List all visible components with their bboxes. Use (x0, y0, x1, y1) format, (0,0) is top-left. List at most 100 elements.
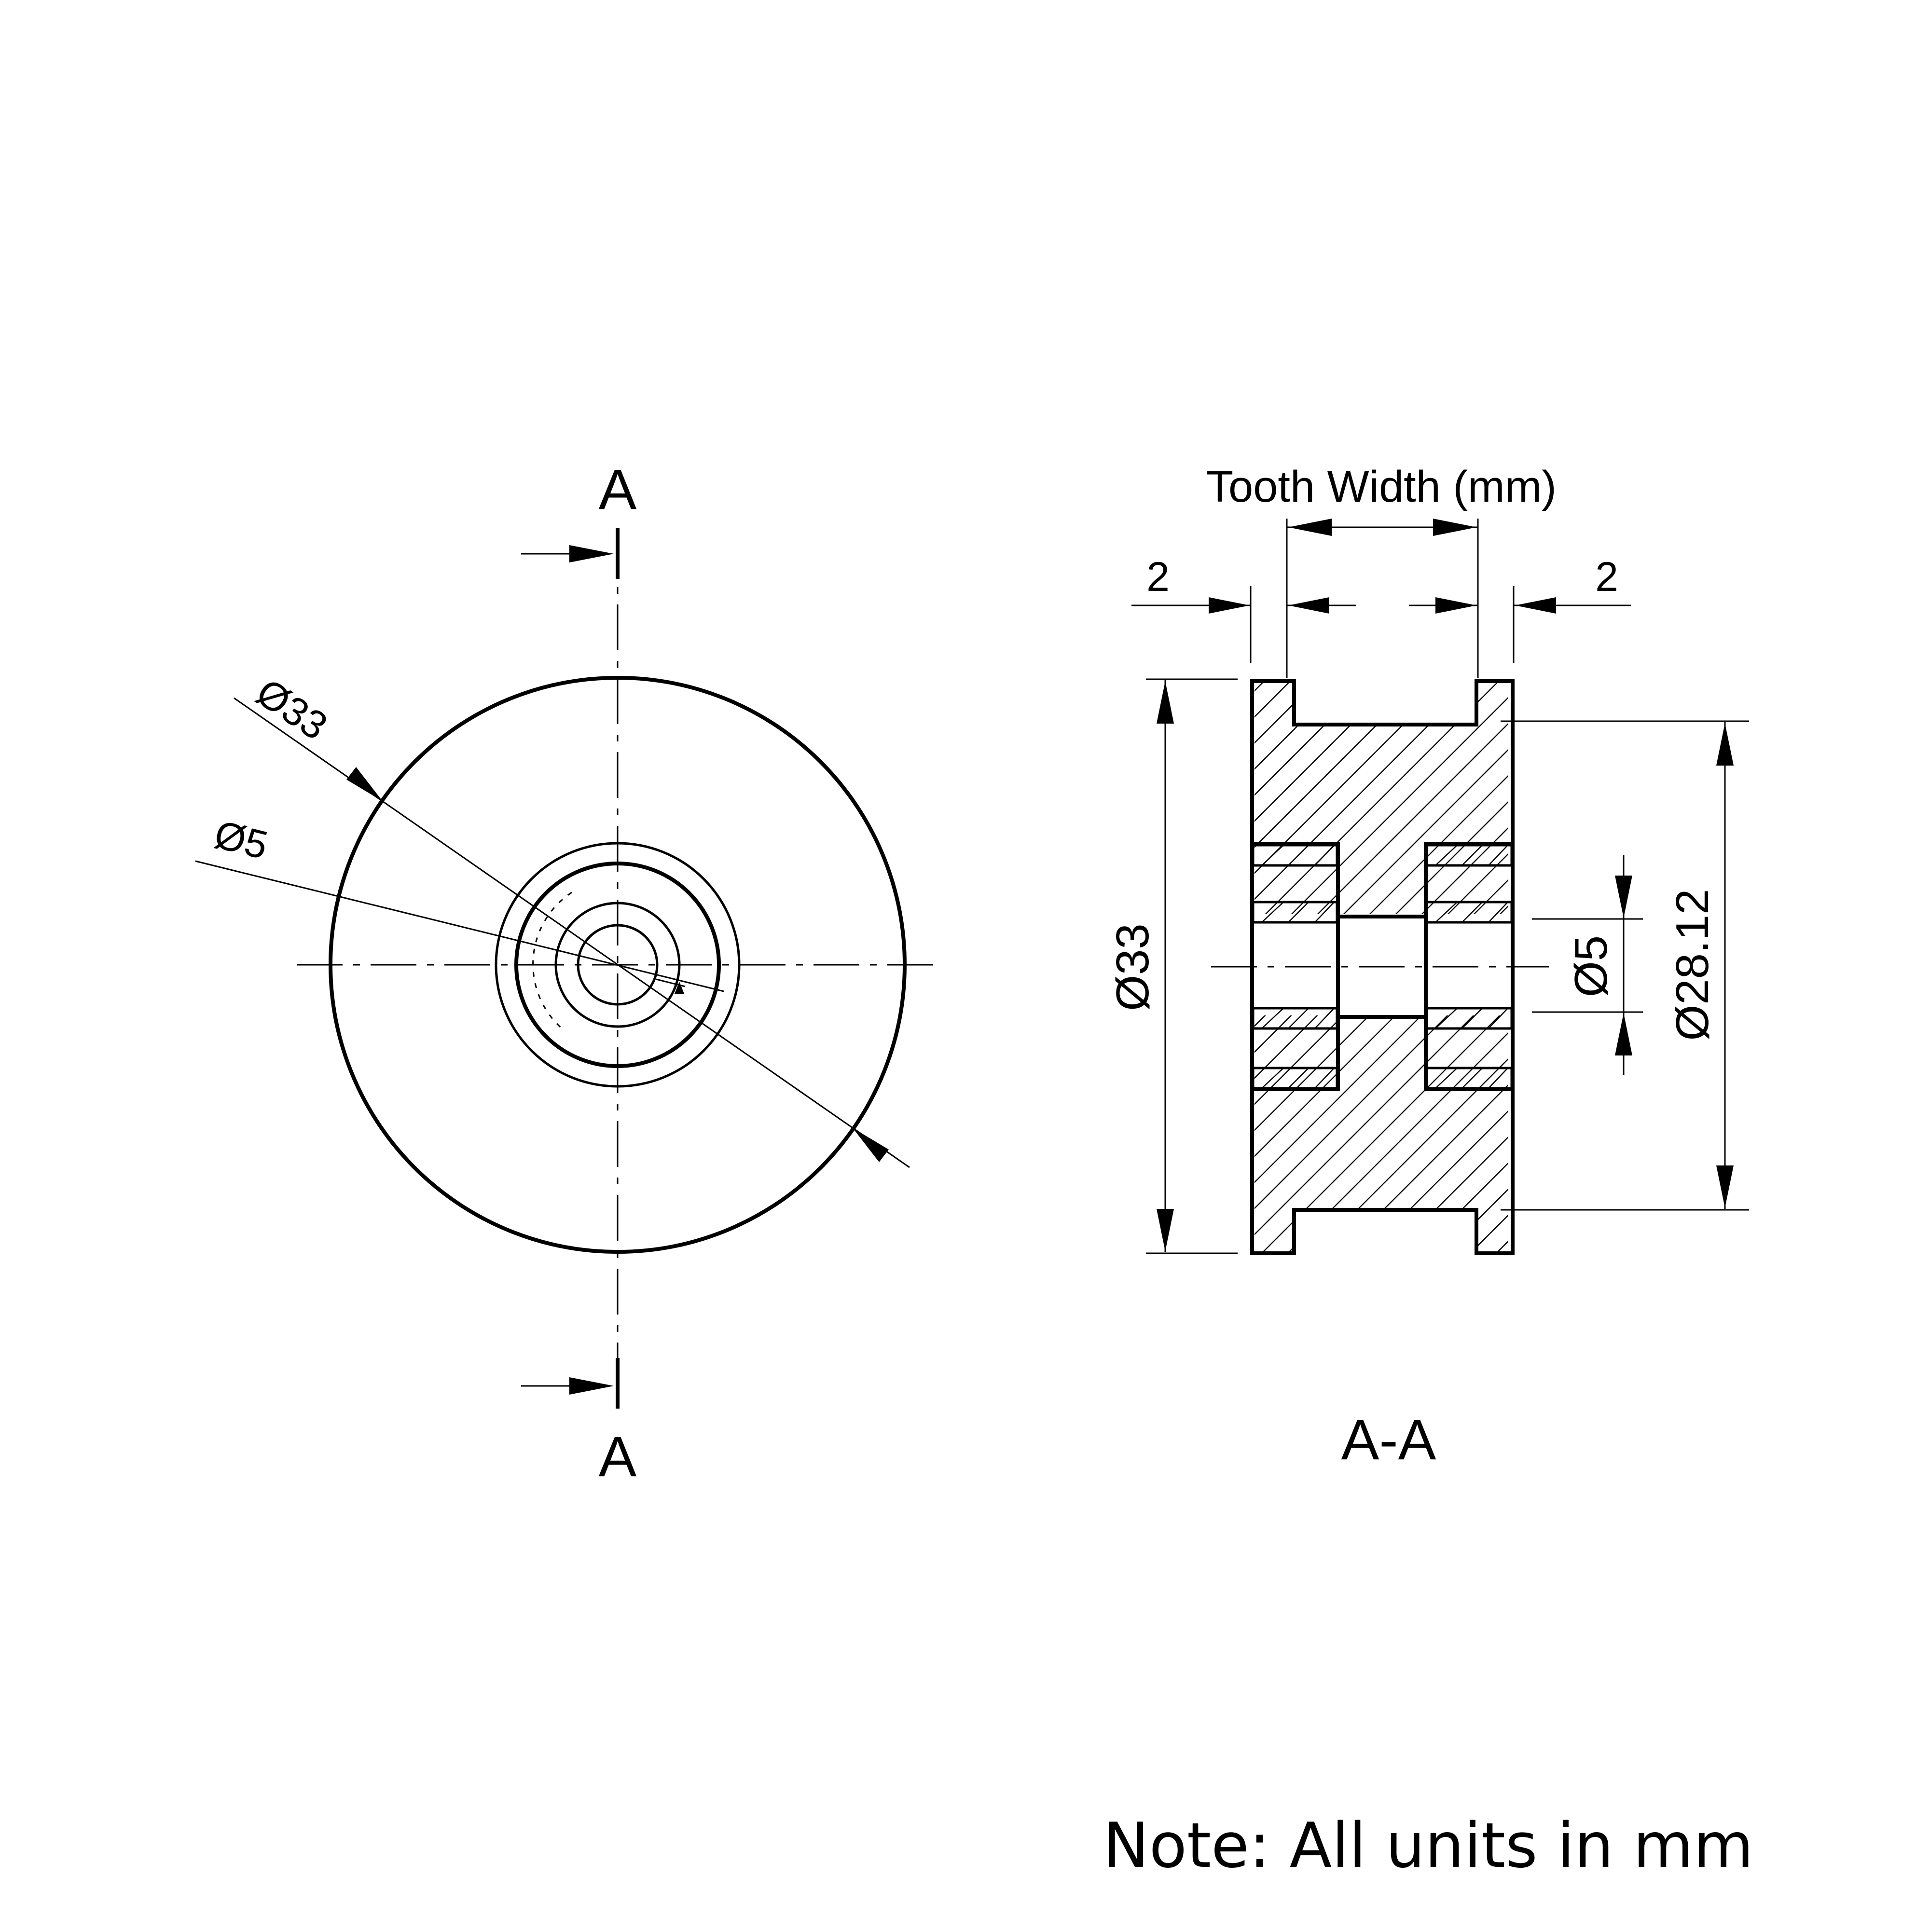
hatch-line (1469, 681, 1508, 914)
dim-outer-label: Ø33 (248, 670, 335, 748)
flange-left-arrow-2 (1288, 597, 1329, 614)
hatch-line (839, 1011, 1088, 1259)
dim-outer-arrow-2 (853, 1128, 889, 1162)
hatch-line (1391, 681, 1508, 914)
hatch-line (917, 1011, 1166, 1259)
bearing-right-outer-top (1425, 844, 1513, 867)
section-label-top: A (599, 458, 637, 521)
tooth-width-arrow-right (1433, 519, 1476, 536)
units-note: Note: All units in mm (1103, 1810, 1753, 1882)
hatch-line (995, 1011, 1244, 1259)
dim-outer-arrow-bottom (1157, 1209, 1174, 1251)
hatch-line (896, 675, 1140, 919)
hatch-line (1543, 1011, 1791, 1259)
tooth-width-arrow-left (1288, 519, 1332, 536)
hatch-line (948, 675, 1192, 919)
dim-bore-arrow-bottom (1615, 1013, 1632, 1055)
hatch-line (865, 1011, 1114, 1259)
bearing-left-outer-top (1252, 844, 1338, 867)
hatch-line (1254, 681, 1349, 914)
hatch-line (1254, 1015, 1323, 1253)
flange-right-arrow-1 (1435, 597, 1476, 614)
section-view: Tooth Width (mm) 2 2 Ø33 Ø28.12 (818, 462, 1817, 1472)
hatch-line (1254, 1015, 1453, 1253)
flange-left-arrow-1 (1209, 597, 1250, 614)
section-dim-outer-label: Ø33 (1107, 923, 1158, 1011)
section-arrow-top-head (569, 545, 614, 562)
section-hatch-upper (818, 675, 1817, 919)
hatch-line (1573, 675, 1817, 919)
hatch-line (818, 675, 1062, 919)
section-dim-tooth-label: Ø28.12 (1667, 889, 1718, 1041)
tooth-width-label: Tooth Width (mm) (1206, 462, 1557, 511)
hatch-line (1254, 1015, 1270, 1253)
hatch-line (870, 675, 1114, 919)
hatch-line (1386, 1015, 1508, 1253)
hatch-line (1254, 1015, 1375, 1253)
front-view: A A Ø33 Ø5 (195, 458, 941, 1489)
hatch-line (891, 1011, 1140, 1259)
hatch-line (1286, 681, 1508, 914)
hatch-line (1000, 675, 1244, 919)
hatch-line (1521, 675, 1765, 919)
hatch-line (1334, 1015, 1508, 1253)
hatch-line (1254, 681, 1401, 914)
hatch-line (1254, 1015, 1296, 1253)
hatch-line (1254, 681, 1427, 914)
bearing-race-circle (514, 862, 721, 1068)
hatch-line (943, 1011, 1192, 1259)
hatch-line (1464, 1015, 1508, 1253)
dim-bore-arrow (675, 982, 684, 994)
section-dim-bore-label: Ø5 (1565, 935, 1617, 997)
hatch-line (1516, 1011, 1765, 1259)
hatch-line (1569, 1011, 1817, 1259)
hatch-line (844, 675, 1088, 919)
flange-left-label: 2 (1146, 554, 1170, 600)
hatch-line (1490, 1015, 1508, 1253)
dim-outer-arrow-1 (346, 767, 383, 801)
bearing-left-inner-top (1252, 901, 1338, 924)
hatch-line (1365, 681, 1508, 914)
hatch-line (1312, 681, 1508, 914)
hatch-line (1338, 681, 1508, 914)
hatch-line (1254, 681, 1296, 914)
section-bore (1336, 915, 1428, 1019)
hatch-line (1308, 1015, 1508, 1253)
hatch-line (1443, 681, 1508, 914)
dim-outer-arrow-top (1157, 681, 1174, 724)
section-hatch-lower (839, 1011, 1817, 1259)
flange-right-arrow-2 (1515, 597, 1556, 614)
bearing-outer-circle (495, 842, 741, 1088)
dim-outer-leader (234, 697, 910, 1168)
bearing-left-outer-bot (1252, 1067, 1338, 1090)
section-label-bottom: A (599, 1425, 637, 1489)
hatch-line (1254, 1015, 1349, 1253)
outer-circle (329, 676, 907, 1254)
section-outline-lower (1250, 1013, 1515, 1255)
bore-circle (577, 924, 659, 1006)
hatch-line (1438, 1015, 1508, 1253)
dim-bore-leader (195, 860, 724, 992)
bearing-right-hatch (1435, 845, 1508, 1089)
hatch-line (1254, 1015, 1401, 1253)
section-outline-upper (1250, 679, 1515, 917)
bearing-balls-arc (532, 891, 572, 1031)
section-arrow-bottom-head (569, 1377, 614, 1395)
dim-tooth-arrow-top (1716, 723, 1734, 766)
hatch-line (1360, 1015, 1508, 1253)
hatch-line (1254, 681, 1479, 914)
flange-right-label: 2 (1595, 554, 1618, 600)
bearing-right-outer-bot (1425, 1067, 1513, 1090)
hatch-line (1254, 1015, 1427, 1253)
hatch-line (1254, 1015, 1479, 1253)
bearing-left-hatch (1261, 845, 1335, 1089)
hatch-line (1254, 681, 1323, 914)
bearing-right-inner-top (1425, 901, 1513, 924)
hatch-line (1254, 681, 1270, 914)
section-title: A-A (1341, 1408, 1436, 1472)
hatch-line (1282, 1015, 1508, 1253)
hatch-line (1260, 681, 1505, 914)
bearing-inner-ring-circle (554, 902, 681, 1028)
